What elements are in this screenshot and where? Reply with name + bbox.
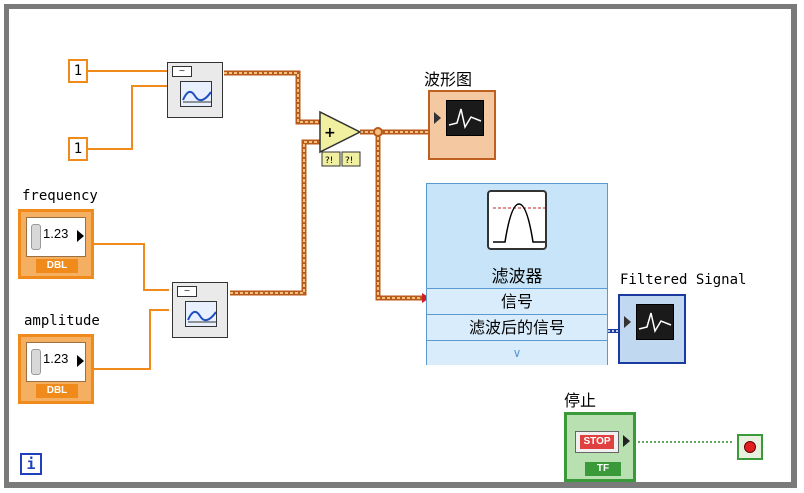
frequency-control[interactable]: 1.23 DBL: [18, 209, 94, 279]
graph-plot-icon: [636, 304, 674, 340]
wire-layer: + ?! ?!: [4, 4, 797, 488]
wire-const-bottom: [88, 85, 167, 150]
filtered-signal-label: Filtered Signal: [620, 272, 747, 288]
stop-button[interactable]: STOP: [575, 431, 619, 453]
graph-plot-icon: [446, 100, 484, 136]
numeric-constant-bottom[interactable]: 1: [68, 137, 88, 161]
loop-condition-terminal[interactable]: [737, 434, 763, 460]
numeric-constant-top[interactable]: 1: [68, 59, 88, 83]
filtered-signal-indicator[interactable]: [618, 294, 686, 364]
while-loop-frame: + ?! ?! 1 1 ~ ~ frequency 1.23 DBL am: [4, 4, 800, 489]
bandpass-filter-icon: [487, 190, 547, 250]
amplitude-label: amplitude: [24, 313, 100, 329]
input-terminal-icon: [434, 112, 441, 124]
wire-frequency: [90, 243, 169, 291]
output-terminal-icon: [623, 435, 630, 447]
waveform-header-icon: ~: [177, 286, 197, 297]
wire-amplitude: [90, 309, 169, 370]
filter-express-vi[interactable]: 滤波器 信号 滤波后的信号 ∨: [426, 183, 608, 365]
frequency-label: frequency: [22, 188, 98, 204]
dbl-type-badge: DBL: [36, 384, 78, 398]
waveform-header-icon: ~: [172, 66, 192, 77]
filter-input-signal[interactable]: 信号: [427, 288, 607, 315]
tf-type-badge: TF: [585, 462, 621, 476]
waveform-graph-label: 波形图: [424, 70, 473, 89]
stop-button-text: STOP: [580, 435, 614, 449]
dbl-type-badge: DBL: [36, 259, 78, 273]
numeric-display: 1.23: [26, 217, 86, 257]
increment-arrows-icon[interactable]: [31, 224, 41, 250]
simulate-signal-vi-bottom[interactable]: ~: [172, 282, 228, 338]
svg-text:+: +: [324, 125, 336, 141]
waveform-graph-indicator[interactable]: [428, 90, 496, 160]
scalar-wires: [88, 70, 169, 370]
filter-title: 滤波器: [491, 267, 543, 287]
svg-text:?!: ?!: [345, 156, 353, 166]
add-node[interactable]: + ?! ?!: [319, 110, 362, 167]
waveform-wires: [224, 70, 430, 301]
amplitude-value: 1.23: [43, 351, 69, 366]
frequency-value: 1.23: [43, 226, 69, 241]
increment-arrows-icon[interactable]: [31, 349, 41, 375]
output-terminal-icon: [77, 355, 84, 367]
filter-output-filtered[interactable]: 滤波后的信号: [427, 314, 607, 341]
stop-label: 停止: [564, 391, 597, 410]
stop-if-true-icon: [744, 441, 756, 453]
numeric-display: 1.23: [26, 342, 86, 382]
input-terminal-icon: [624, 316, 631, 328]
expand-chevron-icon[interactable]: ∨: [427, 340, 607, 365]
sine-wave-icon: [180, 81, 212, 107]
simulate-signal-vi-top[interactable]: ~: [167, 62, 223, 118]
svg-text:?!: ?!: [325, 156, 333, 166]
stop-control[interactable]: STOP TF: [564, 412, 636, 482]
amplitude-control[interactable]: 1.23 DBL: [18, 334, 94, 404]
while-loop-border: [4, 4, 797, 488]
output-terminal-icon: [77, 230, 84, 242]
iteration-terminal[interactable]: i: [20, 453, 42, 475]
sine-wave-icon: [185, 301, 217, 327]
